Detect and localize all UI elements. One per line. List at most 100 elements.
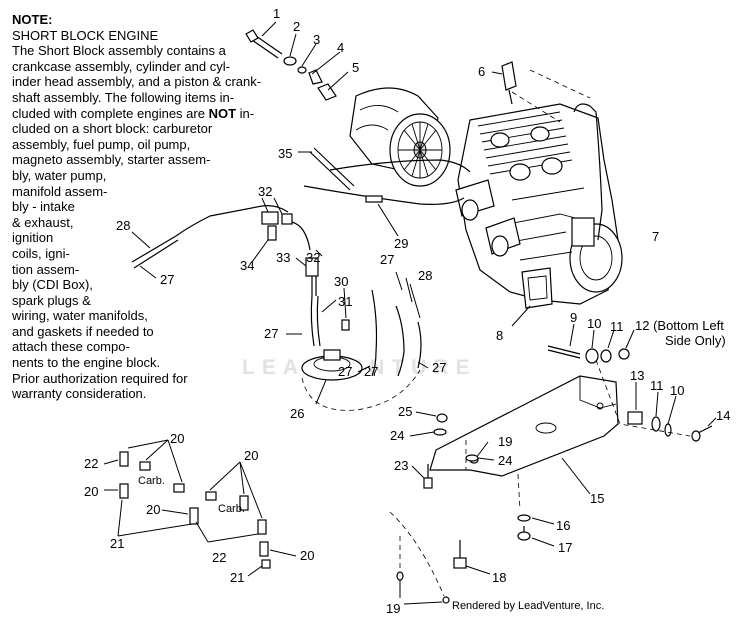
callout-18: 18 [492, 570, 506, 585]
note-line: assembly, fuel pump, oil pump, [12, 136, 191, 152]
callout-32-b: 32 [306, 250, 320, 265]
callout-6: 6 [478, 64, 485, 79]
part-6-spark-plug[interactable] [501, 61, 517, 105]
callout-26: 26 [290, 406, 304, 421]
callout-28-b: 28 [418, 268, 432, 283]
callout-20-a: 20 [170, 431, 184, 446]
note-heading: NOTE: [12, 12, 53, 27]
part-10-washer[interactable] [585, 348, 599, 364]
callout-29: 29 [394, 236, 408, 251]
part-23-bolt[interactable] [423, 464, 433, 489]
part-1-bolt[interactable] [245, 29, 283, 59]
callout-34: 34 [240, 258, 254, 273]
note-line: coils, igni- [12, 245, 70, 261]
note-line: & exhaust, [12, 214, 74, 230]
recoil-starter[interactable] [349, 87, 451, 187]
callout-9: 9 [570, 310, 577, 325]
note-line: warranty consideration. [12, 386, 147, 402]
part-18-mount[interactable] [453, 540, 467, 569]
part-15-engine-mount-plate[interactable] [429, 375, 619, 477]
part-2-washer[interactable] [283, 56, 297, 66]
callout-22-b: 22 [212, 550, 226, 565]
note-line: tion assem- [12, 261, 80, 277]
part-31-hose[interactable] [310, 295, 321, 347]
part-27-hoses[interactable] [371, 289, 422, 377]
callout-11-lower: 11 [650, 378, 664, 393]
callout-23: 23 [394, 458, 408, 473]
callout-12-line1: 12 (Bottom Left [635, 318, 724, 333]
callout-11: 11 [610, 319, 624, 334]
part-13-spacer[interactable] [627, 411, 643, 425]
note-text: cluded with complete engines are [12, 105, 209, 121]
part-28-oil-line[interactable] [131, 205, 289, 269]
callout-13: 13 [630, 368, 644, 383]
callout-27-a: 27 [160, 272, 174, 287]
callout-12-line2: Side Only) [665, 333, 726, 348]
note-line: bly (CDI Box), [12, 277, 93, 293]
label-carb-b: Carb. [218, 503, 245, 515]
callout-21-b: 21 [230, 570, 244, 585]
callout-27-f: 27 [432, 360, 446, 375]
callout-20-b: 20 [244, 448, 258, 463]
callout-7: 7 [652, 229, 659, 244]
note-line-emphasis: cluded with complete engines are NOT in- [12, 106, 302, 122]
callout-25: 25 [398, 404, 412, 419]
fitting-kit[interactable] [119, 451, 271, 569]
callout-3: 3 [313, 32, 320, 47]
part-10-washer-lower[interactable] [664, 423, 672, 437]
part-4-bushing[interactable] [308, 69, 323, 85]
note-not-emphasis: NOT [208, 105, 237, 121]
note-line: Prior authorization required for [12, 370, 188, 386]
part-8-intake-manifold[interactable] [521, 267, 553, 309]
note-line: ignition [12, 230, 54, 246]
note-line: SHORT BLOCK ENGINE [12, 27, 159, 43]
callout-27-d: 27 [338, 364, 352, 379]
part-16-washer[interactable] [517, 514, 531, 522]
note-text-block: NOTE: SHORT BLOCK ENGINE The Short Block… [12, 12, 302, 402]
part-12-washer[interactable] [618, 348, 630, 360]
part-11-nut-lower[interactable] [651, 416, 661, 432]
callout-16: 16 [556, 518, 570, 533]
callout-10-lower: 10 [670, 383, 684, 398]
part-5-spacer[interactable] [317, 83, 337, 101]
part-33-fuel-filter[interactable] [291, 221, 319, 296]
callout-32-a: 32 [258, 184, 272, 199]
note-line: crankcase assembly, cylinder and cyl- [12, 58, 230, 74]
label-carb-a: Carb. [138, 475, 165, 487]
part-25-nut[interactable] [436, 413, 448, 423]
callout-35: 35 [278, 146, 292, 161]
note-line: and gaskets if needed to [12, 323, 154, 339]
callout-31: 31 [338, 294, 352, 309]
note-text: in- [236, 105, 255, 121]
callout-24-b: 24 [498, 453, 512, 468]
part-3-washer[interactable] [297, 66, 307, 74]
part-29-throttle-cable[interactable] [303, 159, 471, 205]
note-line: nents to the engine block. [12, 355, 161, 371]
part-35-cable-handle[interactable] [309, 147, 355, 191]
credit-text: Rendered by LeadVenture, Inc. [452, 600, 605, 612]
part-26-oil-pump[interactable] [301, 349, 363, 381]
part-30-clip[interactable] [341, 319, 350, 331]
callout-33: 33 [276, 250, 290, 265]
note-line: magneto assembly, starter assem- [12, 152, 211, 168]
note-line: spark plugs & [12, 292, 91, 308]
part-32-tee-fitting[interactable] [261, 211, 293, 241]
callout-22-a: 22 [84, 456, 98, 471]
callout-14: 14 [716, 408, 730, 423]
note-line: inder head assembly, and a piston & cran… [12, 74, 262, 90]
note-line: manifold assem- [12, 183, 108, 199]
part-14-bolt[interactable] [691, 425, 713, 442]
callout-20-e: 20 [300, 548, 314, 563]
part-9-bolt[interactable] [547, 345, 581, 359]
callout-27-b: 27 [264, 326, 278, 341]
part-11-nut[interactable] [600, 349, 612, 363]
note-line: shaft assembly. The following items in- [12, 89, 235, 105]
engine-assembly[interactable] [455, 103, 623, 305]
note-line: cluded on a short block: carburetor [12, 121, 213, 137]
callout-28-a: 28 [116, 218, 130, 233]
note-line: bly, water pump, [12, 167, 107, 183]
part-17-bolt[interactable] [517, 526, 531, 541]
callout-4: 4 [337, 40, 344, 55]
callout-20-c: 20 [84, 484, 98, 499]
